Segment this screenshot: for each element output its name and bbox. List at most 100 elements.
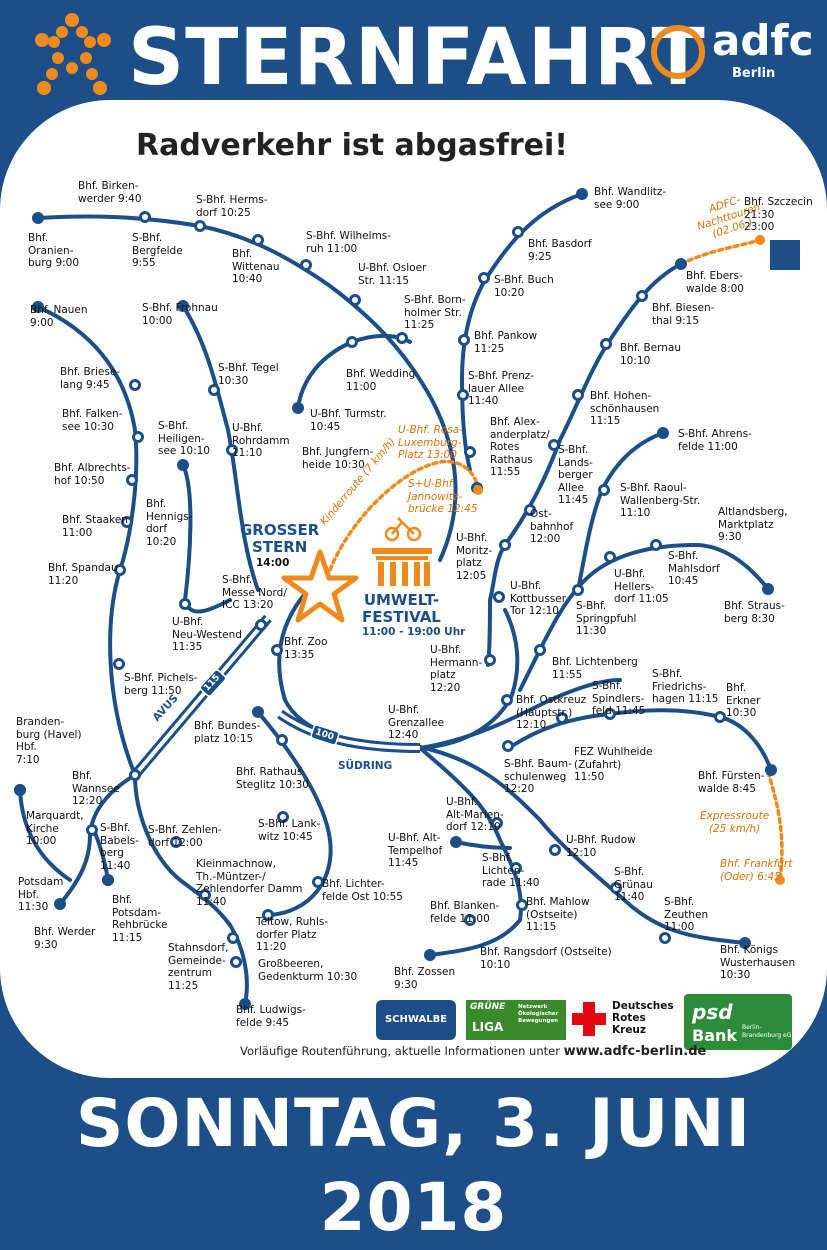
shield-115-icon <box>199 669 227 697</box>
suedring-label: SÜDRING <box>338 760 393 772</box>
route-brandenburg <box>18 788 72 882</box>
station-label: Bhf. Falken- see 10:30 <box>62 408 123 433</box>
route-lichterfelde <box>256 710 333 917</box>
route-erkner <box>510 708 773 772</box>
sponsor-bank-text: Bank <box>692 1026 738 1045</box>
station-label: Bhf. Pankow 11:25 <box>474 330 538 355</box>
map-panel <box>0 100 827 1078</box>
station-label: Bhf. Zossen 9:30 <box>394 966 456 991</box>
station-label: S-Bhf. Zehlen- dorf 12:00 <box>148 824 222 849</box>
station-label: Bhf. Albrechts- hof 10:50 <box>54 462 131 487</box>
station-label: S-Bhf. Born- holmer Str. 11:25 <box>404 294 466 331</box>
route-strausberg <box>518 542 770 692</box>
grosser-stern-star-icon <box>281 549 359 623</box>
station-label: S-Bhf. Zeuthen 11:00 <box>664 896 709 933</box>
brandenburg-gate-icon <box>372 517 432 586</box>
route-map <box>14 188 800 1010</box>
station-label: S-Bhf. Wilhelms- ruh 11:00 <box>306 230 392 255</box>
station-label: Bhf. Lichter- felde Ost 10:55 <box>322 878 403 903</box>
adfc-wordmark: adfc <box>712 16 814 65</box>
station-label: U-Bhf. Alt- Tempelhof 11:45 <box>388 832 443 869</box>
route-nauen <box>36 305 139 777</box>
station-label: U-Bhf. Rosa- Luxemburg- Platz 13:00 <box>398 424 463 461</box>
station-label: Altlandsberg, Marktplatz 9:30 <box>718 506 788 543</box>
station-label: Bhf. Nauen 9:00 <box>30 304 88 329</box>
station-label: Ost- bahnhof 12:00 <box>530 508 574 545</box>
station-label: S-Bhf. Grünau 11:40 <box>614 866 653 903</box>
festival-label: UMWELT- FESTIVAL <box>362 591 441 626</box>
station-label: S-Bhf. Bergfelde 9:55 <box>132 232 183 269</box>
page-title: STERNFAHRT <box>128 13 706 103</box>
station-label: U-Bhf. Rudow 12:10 <box>566 834 636 859</box>
station-label: Bhf. Rangsdorf (Ostseite) 10:10 <box>480 946 612 971</box>
grosser-stern-time: 14:00 <box>256 557 290 569</box>
station-label: Bhf. Wittenau 10:40 <box>232 248 280 285</box>
station-label: S-Bhf. Springpfuhl 11:30 <box>576 600 637 637</box>
sponsor-gruene-liga-line2: LIGA <box>472 1020 504 1034</box>
station-label: Bhf. Blanken- felde 11:00 <box>430 900 500 925</box>
station-label: S-Bhf. Lank- witz 10:45 <box>258 818 321 843</box>
sponsor-psd-sub: Berlin- Brandenburg eG <box>742 1024 792 1039</box>
station-label: U-Bhf. Turmstr. 10:45 <box>310 408 387 433</box>
station-label: S-Bhf. Pichels- berg 11:50 <box>124 672 198 697</box>
red-cross-icon <box>572 1002 606 1036</box>
station-label: Bhf. Alex- anderplatz/ Rotes Rathaus 11:… <box>490 416 550 478</box>
station-label: Bhf. Bundes- platz 10:15 <box>194 720 261 745</box>
station-label: Bhf. Mahlow (Ostseite) 11:15 <box>526 896 590 933</box>
station-label: Bhf. Jungfern- heide 10:30 <box>302 446 374 471</box>
sponsor-drk-text: Deutsches Rotes Kreuz <box>612 1000 674 1036</box>
station-label: S-Bhf. Frohnau 10:00 <box>142 302 218 327</box>
station-label: U-Bhf. Kottbusser Tor 12:10 <box>510 580 567 617</box>
station-label: S-Bhf. Buch 10:20 <box>494 274 554 299</box>
station-label: Stahnsdorf, Gemeinde- zentrum 11:25 <box>168 942 229 992</box>
route-frankfurt-oder <box>766 770 784 882</box>
station-label: S-Bhf. Messe Nord/ ICC 13:20 <box>222 574 287 611</box>
station-label: Bhf. Ludwigs- felde 9:45 <box>236 1004 306 1029</box>
station-label: U-Bhf. Osloer Str. 11:15 <box>358 262 427 287</box>
station-label: Marquardt, Kirche 10:00 <box>26 810 84 847</box>
station-label: S-Bhf. Tegel 10:30 <box>218 362 279 387</box>
sponsor-psd-text: psd <box>692 1000 733 1024</box>
notice: Vorläufige Routenführung, aktuelle Infor… <box>240 1044 706 1059</box>
route-kinderroute <box>328 459 480 572</box>
route-wandlitzsee <box>459 192 584 472</box>
station-label: Bhf. Spandau 11:20 <box>48 562 118 587</box>
adfc-ring-icon <box>651 25 705 79</box>
notice-text: Vorläufige Routenführung, aktuelle Infor… <box>240 1044 560 1058</box>
adfc-logo: adfc Berlin <box>648 16 816 92</box>
tagline: Radverkehr ist abgasfrei! <box>136 128 568 163</box>
route-eberswalde <box>486 262 683 667</box>
station-label: Teltow, Ruhls- dorfer Platz 11:20 <box>256 916 329 953</box>
station-label: Bhf. Straus- berg 8:30 <box>724 600 785 625</box>
station-label: U-Bhf. Hermann- platz 12:20 <box>430 644 483 694</box>
station-label: U-Bhf. Neu-Westend 11:35 <box>172 616 242 653</box>
station-label: Potsdam Hbf. 11:30 <box>18 876 64 913</box>
station-label: Bhf. Erkner 10:30 <box>726 682 761 719</box>
station-label: Bhf. Szczecin 21:30 23:00 <box>744 196 813 233</box>
sponsor-gruene-liga: GRÜNE LIGA Netzwerk Ökologischer Bewegun… <box>466 1000 566 1040</box>
station-label: S-Bhf. Raoul- Wallenberg-Str. 11:10 <box>620 482 701 519</box>
station-label: Bhf. Bernau 10:10 <box>620 342 682 367</box>
station-label: U-Bhf. Grenzallee 12:40 <box>388 704 445 741</box>
sponsor-psd-bank: psd Bank Berlin- Brandenburg eG <box>684 994 792 1050</box>
station-label: Bhf. Rathaus Steglitz 10:30 <box>236 766 309 791</box>
station-label: S-Bhf. Herms- dorf 10:25 <box>196 194 268 219</box>
station-label: Bhf. Birken- werder 9:40 <box>78 180 142 205</box>
adfc-city: Berlin <box>732 66 776 81</box>
station-label: Bhf. Hennigs- dorf 10:20 <box>146 498 193 548</box>
station-label: Bhf. Ostkreuz (Hauptstr.) 12:10 <box>516 694 587 731</box>
station-label: Bhf. Hohen- schönhausen 11:15 <box>590 390 660 427</box>
route-koenigs-wusterhausen <box>418 745 747 945</box>
festival-time: 11:00 - 19:00 Uhr <box>362 626 466 638</box>
notice-url-link[interactable]: www.adfc-berlin.de <box>563 1044 707 1059</box>
station-label: S-Bhf. Mahlsdorf 10:45 <box>668 550 720 587</box>
station-label: S-Bhf. Spindlers- feld 11:45 <box>592 680 646 717</box>
header: STERNFAHRT adfc Berlin <box>0 0 827 110</box>
station-label: Bhf. Wedding 11:00 <box>346 368 416 393</box>
station-label: S-Bhf. Babels- berg 11:40 <box>100 822 139 872</box>
station-label: Bhf. Potsdam- Rehbrücke 11:15 <box>112 894 168 944</box>
date-banner: SONNTAG, 3. JUNI 2018 <box>75 1085 752 1246</box>
station-label: S-Bhf. Prenz- lauer Allee 11:40 <box>468 370 535 407</box>
grosser-stern-label: GROSSER STERN <box>240 521 320 556</box>
station-label: U-Bhf. Moritz- platz 12:05 <box>456 532 493 582</box>
